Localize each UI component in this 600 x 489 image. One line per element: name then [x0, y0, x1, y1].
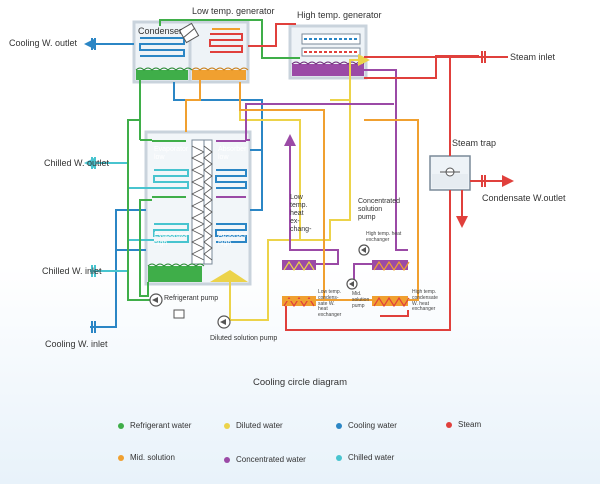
diagram-title: Cooling circle diagram: [253, 377, 347, 388]
legend-item-chilled-water: Chilled water: [336, 453, 394, 462]
evaporator-low-label: Evaporator low: [154, 146, 189, 162]
diluted-pump-symbol: [217, 315, 231, 329]
legend-item-concentrated-water: Concentrated water: [224, 455, 306, 464]
pipe-valves: [91, 38, 96, 333]
refrigerant-pump-symbol: [149, 293, 163, 307]
legend-label: Chilled water: [348, 453, 395, 462]
ltg-pool-wave: [191, 67, 249, 71]
low-temp-gen-mid-pool: [192, 70, 246, 80]
legend-swatch: [118, 422, 124, 429]
legend-item-mid-solution: Mid. solution: [118, 453, 175, 462]
legend-label: Mid. solution: [130, 453, 175, 462]
legend-item-diluted-water: Diluted water: [224, 421, 283, 430]
legend-swatch: [224, 456, 230, 463]
condenser-label: Condenser: [138, 26, 183, 36]
concentrated-solution-pump-label: Concentrated solution pump: [358, 198, 401, 222]
cooling-water-circuit: [84, 38, 263, 328]
low-temp-condensate-hx-label: Low temp. condens- sate W. heat exchange…: [318, 289, 342, 318]
legend-label: Refrigerant water: [130, 421, 192, 430]
absorber-low-label: Absorber low: [218, 146, 247, 162]
legend-label: Diluted water: [236, 421, 283, 430]
mid-solution-pump-symbol: [346, 278, 358, 290]
steam-valves: [481, 51, 486, 187]
concentrated-pump-symbol: [358, 244, 370, 256]
legend-item-steam: Steam: [446, 420, 481, 429]
legend-swatch: [224, 422, 230, 429]
high-temp-condensate-heat-exchanger: [372, 296, 410, 308]
eliminator-hatch: [182, 27, 196, 39]
ltg-heating-coil: [209, 33, 243, 53]
ltg-spray: [212, 28, 240, 30]
low-temp-generator-label: Low temp. generator: [192, 6, 275, 16]
condensate-w-outlet-label: Condensate W.outlet: [482, 193, 566, 203]
legend-swatch: [336, 422, 342, 429]
absorber-high-label: Absorber high: [218, 232, 247, 248]
chilled-valves: [91, 157, 96, 277]
high-temp-heat-exchanger-label: High temp. heat exchanger: [366, 231, 402, 243]
concentrated-solution-circuit: [245, 69, 408, 280]
pump-base: [173, 309, 185, 319]
htg-fire-tubes: [301, 33, 361, 57]
legend-swatch: [446, 421, 452, 428]
refrigerant-pump-label: Refrigerant pump: [164, 295, 219, 302]
steam-inlet-label: Steam inlet: [510, 52, 556, 62]
high-temp-heat-exchanger: [372, 260, 410, 272]
legend-item-cooling-water: Cooling water: [336, 421, 397, 430]
legend-label: Steam: [458, 420, 482, 429]
low-temp-heat-exchanger-label: Low temp. heat ex- chang-: [290, 194, 312, 234]
condenser-pool-wave: [135, 67, 193, 71]
chilled-w-outlet-label: Chilled W. outlet: [44, 158, 110, 168]
low-temp-heat-exchanger: [282, 260, 316, 272]
chilled-w-inlet-label: Chilled W. inlet: [42, 266, 102, 276]
legend-item-refrigerant-water: Refrigerant water: [118, 421, 191, 430]
chilled-water-circuit: [84, 157, 154, 272]
condenser-refrigerant-pool: [136, 70, 188, 80]
evap-abs-internals: [147, 139, 248, 282]
mid-solution-pump-label: Mid. solution pump: [352, 291, 370, 309]
cooling-w-outlet-label: Cooling W. outlet: [9, 38, 78, 48]
legend-swatch: [336, 454, 342, 461]
legend-label: Concentrated water: [236, 455, 306, 464]
high-temp-condensate-hx-label: High temp. condensate W. heat exchanger: [412, 289, 438, 313]
refrigerant-water-circuit: [127, 19, 300, 301]
diluted-solution-circuit: [229, 54, 370, 321]
htg-pool-wave: [291, 61, 365, 65]
diluted-solution-pump-label: Diluted solution pump: [210, 335, 278, 342]
cooling-w-inlet-label: Cooling W. inlet: [45, 339, 108, 349]
mid-solution-circuit: [185, 80, 419, 301]
legend-swatch: [118, 454, 124, 461]
high-temp-gen-pool: [292, 64, 364, 76]
legend-label: Cooling water: [348, 421, 397, 430]
steam-trap-label: Steam trap: [452, 138, 497, 148]
high-temp-generator-label: High temp. generator: [297, 10, 382, 20]
evaporator-high-label: Evaporator high: [154, 232, 189, 248]
steam-trap-internals: [432, 167, 468, 188]
